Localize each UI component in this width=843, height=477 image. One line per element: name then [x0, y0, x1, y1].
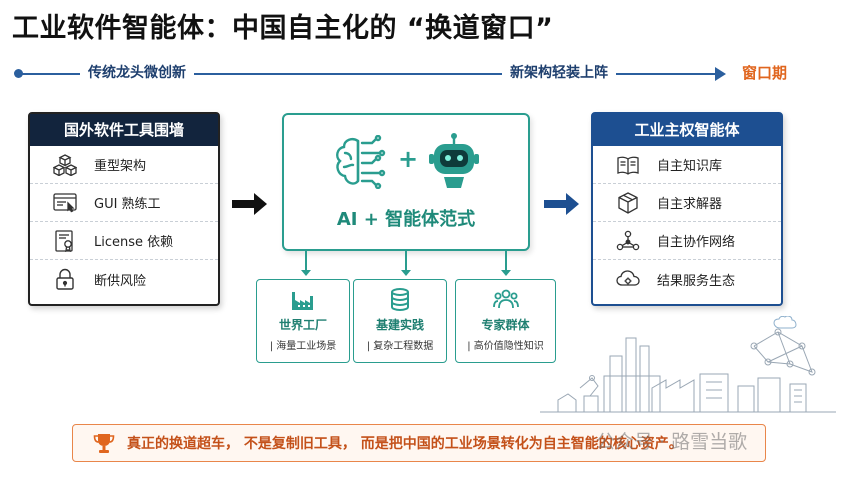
conclusion-text: 真正的换道超车， 不是复制旧工具， 而是把中国的工业场景转化为自主智能的核心资产… — [127, 436, 683, 452]
list-item: 断供风险 — [30, 260, 218, 298]
certificate-icon — [52, 229, 78, 253]
list-item-label: GUI 熟练工 — [94, 197, 161, 212]
plus-sign: + — [398, 145, 419, 173]
foreign-tools-title: 国外软件工具围墙 — [30, 114, 218, 146]
sovereign-agent-title: 工业主权智能体 — [593, 114, 781, 146]
database-icon — [391, 288, 409, 311]
list-item-label: 结果服务生态 — [657, 273, 736, 289]
list-item-label: 重型架构 — [94, 159, 147, 174]
brain-circuit-icon — [336, 135, 386, 189]
people-icon — [492, 289, 519, 309]
source-card-factory: 世界工厂 | 海量工业场景 — [256, 279, 350, 363]
industrial-skyline-illustration — [540, 316, 836, 413]
arrow-right-icon — [232, 193, 267, 215]
book-icon — [615, 153, 641, 177]
timeline-mid-label: 新架构轻装上阵 — [502, 62, 616, 82]
list-item: 结果服务生态 — [593, 260, 781, 298]
source-card-infrastructure: 基建实践 | 复杂工程数据 — [353, 279, 447, 363]
timeline-line — [18, 73, 718, 75]
sovereign-agent-panel: 工业主权智能体 自主知识库 自主求解器 自主协作网络 结果服务生态 — [591, 112, 783, 306]
list-item-label: 自主知识库 — [657, 159, 723, 174]
robot-icon — [429, 133, 479, 188]
gui-window-icon — [52, 191, 78, 215]
trophy-icon — [93, 434, 115, 453]
source-card-title: 基建实践 — [375, 318, 424, 332]
connector-arrow-icon — [401, 251, 411, 276]
list-item: License 依赖 — [30, 222, 218, 260]
lock-icon — [52, 267, 78, 291]
source-card-subtitle: | 复杂工程数据 — [366, 341, 434, 352]
connector-arrow-icon — [501, 251, 511, 276]
paradigm-label: AI + 智能体范式 — [336, 209, 476, 230]
list-item: 自主求解器 — [593, 184, 781, 222]
list-item: 自主知识库 — [593, 146, 781, 184]
timeline: 传统龙头微创新 新架构轻装上阵 窗口期 — [0, 58, 843, 88]
timeline-arrow-icon — [715, 67, 726, 81]
conclusion-banner: 真正的换道超车， 不是复制旧工具， 而是把中国的工业场景转化为自主智能的核心资产… — [72, 424, 766, 462]
list-item: GUI 熟练工 — [30, 184, 218, 222]
list-item: 自主协作网络 — [593, 222, 781, 260]
network-icon — [615, 229, 641, 253]
timeline-end-label: 窗口期 — [742, 64, 788, 82]
source-card-title: 专家群体 — [481, 318, 530, 332]
page-title: 工业软件智能体：中国自主化的 “换道窗口” — [12, 13, 554, 44]
timeline-start-dot — [14, 69, 23, 78]
ai-agent-paradigm-box: + AI + 智能体范式 — [282, 113, 530, 251]
watermark: 公众号 · 路雪当歌 — [596, 431, 748, 453]
connector-arrow-icon — [301, 251, 311, 276]
source-card-title: 世界工厂 — [278, 318, 327, 332]
list-item-label: License 依赖 — [94, 235, 174, 250]
factory-icon — [292, 292, 313, 310]
foreign-tools-panel: 国外软件工具围墙 重型架构 GUI 熟练工 License 依赖 断供风险 — [28, 112, 220, 306]
list-item-label: 断供风险 — [94, 273, 147, 289]
source-card-subtitle: | 高价值隐性知识 — [467, 341, 544, 352]
list-item: 重型架构 — [30, 146, 218, 184]
list-item-label: 自主求解器 — [657, 197, 723, 212]
source-card-experts: 专家群体 | 高价值隐性知识 — [455, 279, 556, 363]
arrow-right-icon — [544, 193, 579, 215]
cloud-service-icon — [615, 267, 641, 291]
source-card-subtitle: | 海量工业场景 — [269, 341, 337, 352]
list-item-label: 自主协作网络 — [657, 235, 736, 250]
timeline-start-label: 传统龙头微创新 — [80, 62, 194, 82]
center-icons: + — [284, 133, 528, 193]
cubes-icon — [52, 153, 78, 177]
cube-solver-icon — [615, 191, 641, 215]
